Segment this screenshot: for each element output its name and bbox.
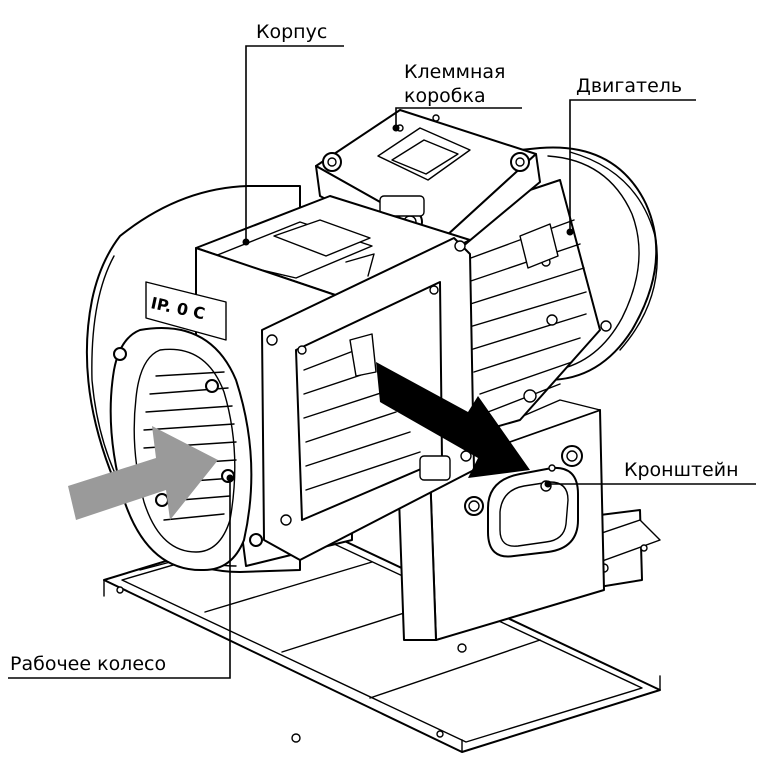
outlet-air-arrow [376,362,530,478]
airflow-arrows [68,362,530,520]
label-terminal-box-line2: коробка [404,85,486,107]
callout-labels: Корпус Клеммная коробка Двигатель Кроншт… [10,21,739,675]
motor [439,146,658,441]
callout-leaders [8,45,756,679]
housing: IP. 0 C [85,185,475,573]
label-terminal-box-line1: Клеммная [404,61,506,83]
inlet-air-arrow [68,426,218,520]
label-housing: Корпус [256,21,327,43]
label-bracket: Кронштейн [624,459,739,481]
label-motor: Двигатель [576,75,682,97]
label-impeller: Рабочее колесо [10,653,166,675]
